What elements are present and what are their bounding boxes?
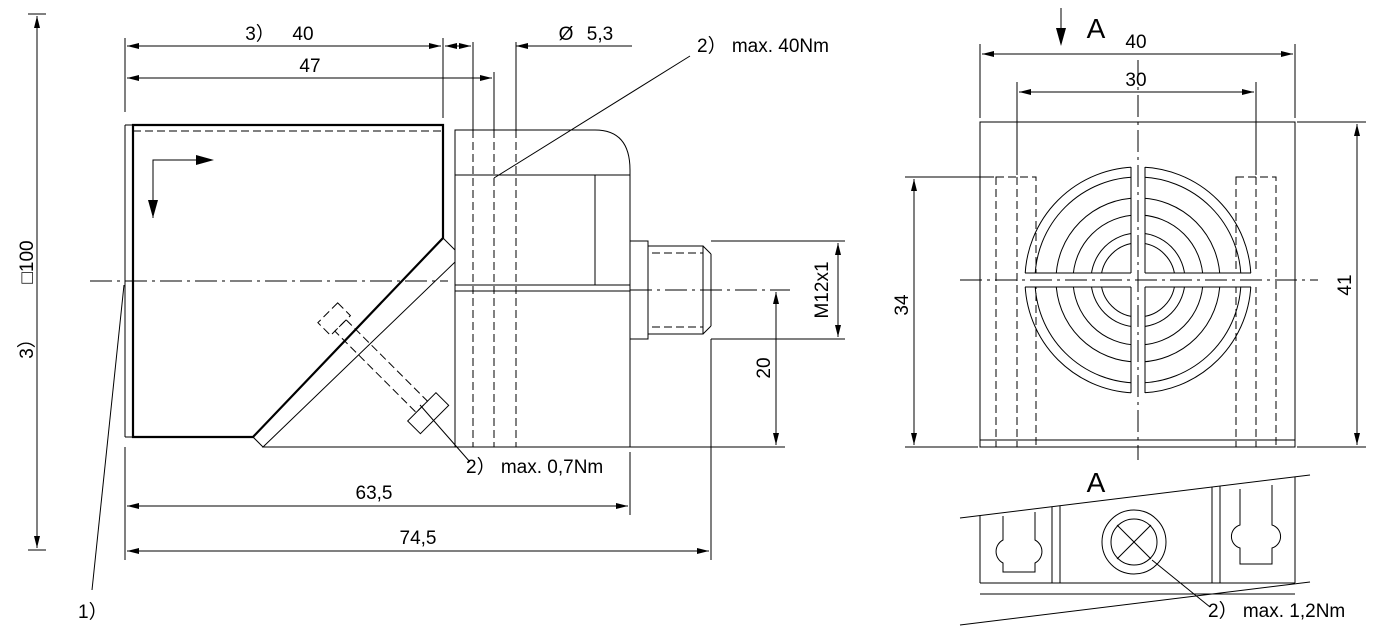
dim-74-5: 74,5	[400, 528, 437, 549]
dim-front-40: 40	[1125, 32, 1146, 53]
dim-side-length: □100	[17, 240, 38, 283]
side-view: 3） □100	[16, 13, 845, 623]
view-a: A 2） max. 1,2Nm	[959, 467, 1345, 626]
view-a-arrow: A	[1087, 13, 1106, 44]
dim-20: 20	[754, 357, 775, 378]
dim-front-30: 30	[1125, 70, 1146, 91]
dim-34: 34	[892, 294, 913, 316]
note-3-side: 3）	[16, 329, 38, 359]
dia-symbol: Ø	[559, 24, 574, 45]
dim-dia: 5,3	[587, 24, 613, 45]
note-07nm: 2） max. 0,7Nm	[466, 456, 603, 478]
note-3-top: 3）	[245, 23, 275, 45]
note-40nm: 2） max. 40Nm	[697, 35, 829, 57]
dim-63-5: 63,5	[356, 483, 393, 504]
front-view: A 40 3	[892, 8, 1366, 460]
dim-41: 41	[1335, 274, 1356, 295]
view-a-title: A	[1087, 467, 1106, 498]
dim-m12: M12x1	[812, 261, 833, 318]
dim-47: 47	[299, 56, 320, 77]
dim-top-40: 40	[292, 24, 313, 45]
note-1: 1）	[78, 601, 108, 623]
note-12nm: 2） max. 1,2Nm	[1208, 600, 1345, 622]
